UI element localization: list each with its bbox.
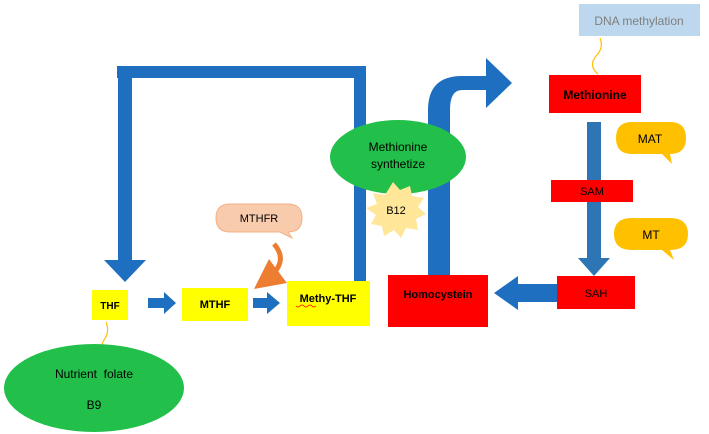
methionine-to-sam-arrow bbox=[587, 122, 601, 180]
thf-box bbox=[92, 290, 128, 320]
mthf-box bbox=[182, 288, 248, 321]
thf-to-mthf-arrow bbox=[148, 292, 176, 314]
sam-to-sah-arrow bbox=[578, 200, 610, 276]
mthf-label: MTHF bbox=[200, 299, 231, 311]
homocystein-to-methionine-arrow bbox=[428, 58, 512, 280]
sam-box bbox=[551, 180, 633, 202]
mthfr-arrow bbox=[254, 242, 288, 290]
mat-callout bbox=[616, 122, 686, 164]
sah-to-homocystein-arrow bbox=[494, 276, 558, 310]
sah-box bbox=[557, 276, 635, 309]
mat-label: MAT bbox=[638, 132, 663, 146]
methy-thf-underline bbox=[295, 304, 317, 308]
methionine-box bbox=[549, 75, 641, 113]
mthfr-callout bbox=[215, 203, 303, 240]
nutrient-folate-ellipse bbox=[4, 344, 184, 432]
nutrient-folate-label: Nutrient folate bbox=[55, 367, 133, 381]
methy-thf-label: Methy-THF bbox=[300, 293, 357, 305]
sam-label: SAM bbox=[580, 186, 604, 198]
methionine-label: Methionine bbox=[563, 88, 627, 102]
methionine-synthetize-ellipse bbox=[330, 120, 466, 194]
dna-methylation-label: DNA methylation bbox=[594, 14, 683, 28]
dna-methylation-box bbox=[579, 4, 700, 36]
sah-label: SAH bbox=[585, 288, 608, 300]
mt-label: MT bbox=[642, 228, 660, 242]
b12-burst bbox=[366, 182, 426, 238]
thf-label: THF bbox=[100, 301, 119, 312]
methionine-synthetize-line2: synthetize bbox=[371, 157, 425, 171]
mthfr-label: MTHFR bbox=[240, 213, 279, 225]
dna-callout-line bbox=[591, 37, 602, 75]
homocystein-box bbox=[388, 275, 488, 327]
homocystein-label: Homocystein bbox=[403, 289, 472, 301]
b9-label: B9 bbox=[87, 398, 102, 412]
methionine-synthetize-line1: Methionine bbox=[369, 140, 428, 154]
recycle-arrow bbox=[104, 66, 366, 286]
methy-thf-box bbox=[287, 281, 370, 326]
mthf-to-methythf-arrow bbox=[253, 292, 280, 314]
b12-label: B12 bbox=[386, 205, 406, 217]
mt-callout bbox=[614, 218, 688, 260]
